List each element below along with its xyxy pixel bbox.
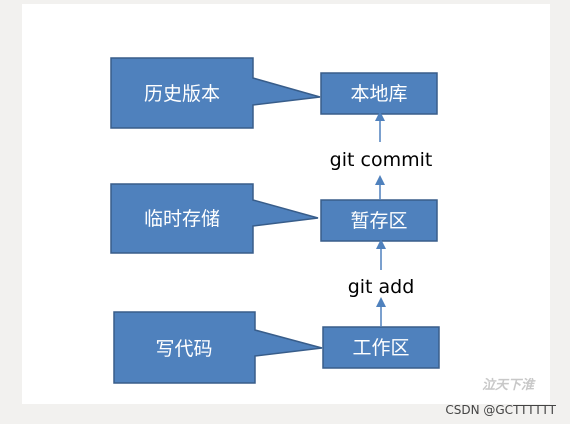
callout-temporary-label: 临时存储 (144, 208, 220, 230)
edge-commit: git commit (330, 111, 433, 200)
node-repository-label: 本地库 (350, 83, 407, 105)
callout-code: 写代码 (113, 311, 323, 384)
edge-add-label: git add (348, 276, 415, 298)
callout-code-label: 写代码 (155, 338, 212, 360)
node-workspace: 工作区 (322, 326, 440, 369)
node-staging-label: 暂存区 (350, 210, 407, 232)
node-staging: 暂存区 (320, 199, 438, 242)
edge-add: git add (348, 239, 415, 327)
watermark-faint: 泣天下淮 (482, 377, 536, 393)
edge-commit-label: git commit (330, 149, 433, 171)
watermark-source: CSDN @GCTTTTTT (445, 403, 556, 417)
node-workspace-label: 工作区 (352, 337, 409, 359)
diagram-canvas (22, 4, 550, 404)
node-repository: 本地库 (320, 72, 438, 115)
callout-history-label: 历史版本 (144, 83, 220, 105)
callout-history: 历史版本 (110, 57, 321, 129)
callout-temporary: 临时存储 (110, 183, 319, 254)
